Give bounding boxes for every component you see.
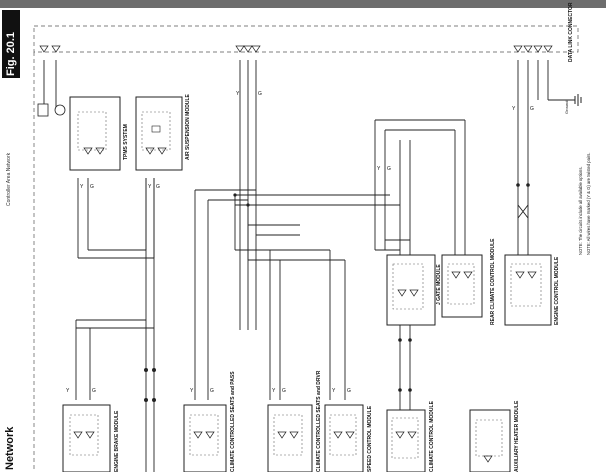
left-title-strip <box>0 8 24 472</box>
module-j-gate: J GATE MODULE <box>436 254 483 318</box>
module-climate-seats-drvr: CLIMATE CONTROLLED SEATS and DRVR <box>267 370 322 472</box>
figure-number-box <box>2 10 20 78</box>
wire-label-g: G <box>92 388 96 394</box>
module-label: ENGINE CONTROL MODULE <box>554 256 560 325</box>
wire-label-y: Y <box>512 106 516 112</box>
wire-label-y: Y <box>148 184 152 190</box>
dashed-enclosure <box>33 25 579 53</box>
module-tpms: TPMS SYSTEM <box>69 96 129 171</box>
data-link-connector-label: DATA LINK CONNECTOR <box>568 2 574 62</box>
transceiver-icons <box>73 147 537 463</box>
main-bus-lines <box>43 60 575 472</box>
module-label: AIR SUSPENSION MODULE <box>185 93 191 160</box>
wire-label-g: G <box>258 91 262 97</box>
wire-label-y: Y <box>332 388 336 394</box>
wire-label-y: Y <box>377 166 381 172</box>
module-engine-brake: ENGINE BRAKE MODULE <box>62 404 120 472</box>
wire-label-g: G <box>530 106 534 112</box>
module-label: J GATE MODULE <box>436 264 442 305</box>
top-connector-pins <box>39 45 553 53</box>
wire-label-y: Y <box>272 388 276 394</box>
module-label: CLIMATE CONTROLLED SEATS and DRVR <box>316 370 322 472</box>
wire-label-g: G <box>347 388 351 394</box>
module-climate-seats-pass: CLIMATE CONTROLLED SEATS and PASS <box>183 371 236 472</box>
power-source-icon <box>37 103 49 117</box>
module-label: SPEED CONTROL MODULE <box>367 405 373 472</box>
module-air-suspension: AIR SUSPENSION MODULE <box>135 93 191 171</box>
module-aux-heater: AUXILIARY HEATER MODULE <box>469 400 520 472</box>
wire-label-g: G <box>210 388 214 394</box>
wire-label-y: Y <box>190 388 194 394</box>
module-speed-control: SPEED CONTROL MODULE <box>324 404 373 472</box>
module-label: REAR CLIMATE CONTROL MODULE <box>490 238 496 325</box>
module-label: TPMS SYSTEM <box>123 124 129 160</box>
wire-label-g: G <box>90 184 94 190</box>
wire-letter-labels: Y G Y G Y G Y G Y G Y G Y G Y G Y G <box>66 91 534 394</box>
note-line-1: NOTE: The circuits include all available… <box>578 166 583 255</box>
wire-label-y: Y <box>80 184 84 190</box>
twisted-pair-icon <box>517 204 529 219</box>
module-engine-control: ENGINE CONTROL MODULE <box>504 254 560 326</box>
relay-icon <box>54 104 66 116</box>
module-climate-control: CLIMATE CONTROL MODULE <box>386 400 435 472</box>
module-label: AUXILIARY HEATER MODULE <box>514 400 520 472</box>
ground-icon <box>574 94 582 106</box>
wire-label-g: G <box>282 388 286 394</box>
note-line-2: NOTE: All wires have marked (Y & G) are … <box>586 152 591 255</box>
wire-label-g: G <box>156 184 160 190</box>
ground-label: Ground <box>564 101 569 114</box>
top-header-band <box>0 0 606 8</box>
wire-label-g: G <box>387 166 391 172</box>
wire-label-y: Y <box>66 388 70 394</box>
module-label: CLIMATE CONTROLLED SEATS and PASS <box>230 371 236 472</box>
module-label: ENGINE BRAKE MODULE <box>114 410 120 472</box>
wire-label-y: Y <box>236 91 240 97</box>
splice-points <box>144 183 530 402</box>
module-label: CLIMATE CONTROL MODULE <box>429 400 435 472</box>
